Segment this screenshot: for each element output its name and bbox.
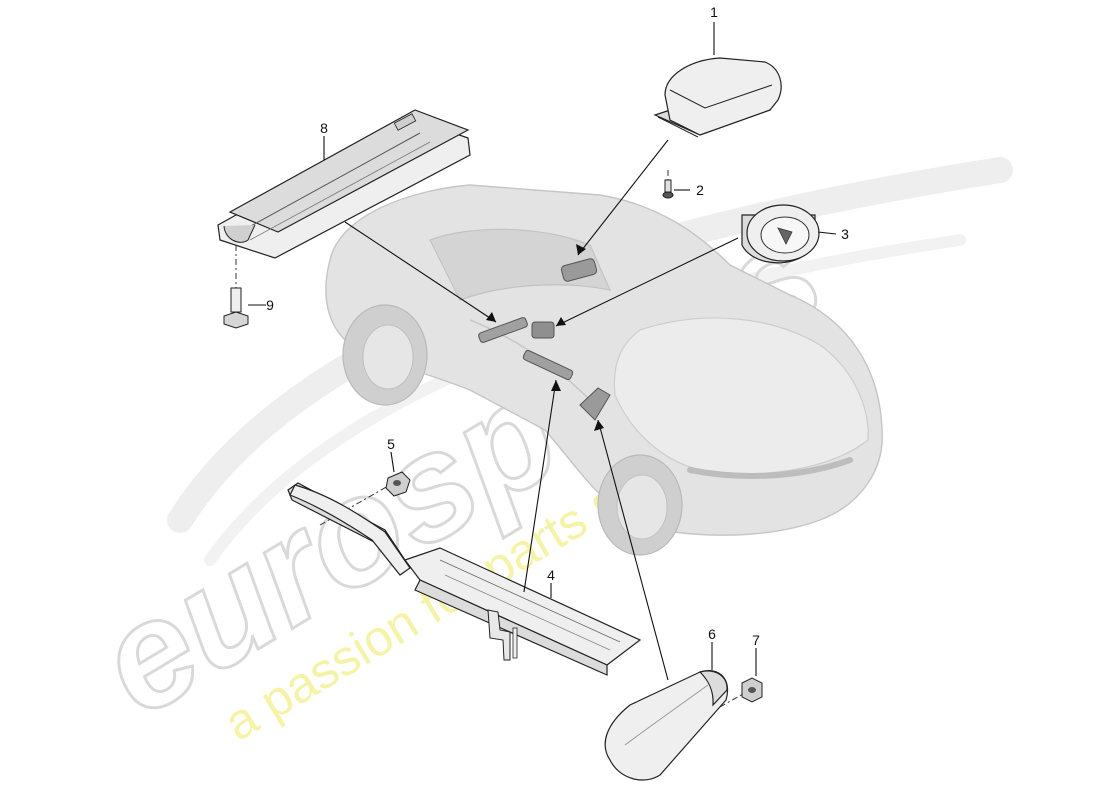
callout-7: 7: [752, 632, 760, 648]
callout-4: 4: [547, 567, 555, 583]
callout-3: 3: [841, 226, 849, 242]
callout-6: 6: [708, 626, 716, 642]
car-rear-wheel: [597, 454, 683, 556]
part-side-airbag-module-8: [217, 109, 471, 259]
arrowhead-6: [594, 420, 604, 431]
leader-line-6-to-car: [597, 419, 669, 681]
car-rear-deck: [613, 317, 869, 475]
arrowhead-1: [576, 244, 586, 255]
car-dash-airbag-location: [560, 258, 598, 282]
callout-9: 9: [266, 297, 274, 313]
car-seat-airbag-location: [579, 387, 611, 421]
part-seat-airbag-6: [604, 670, 729, 781]
leader-lines: [248, 22, 837, 681]
leader-line-5: [390, 451, 395, 473]
part-nut-7: [719, 677, 763, 708]
leader-line-4-to-car: [523, 379, 557, 593]
car-illustration: [325, 184, 883, 556]
leader-line-3-to-car: [555, 237, 739, 327]
car-front-wheel: [342, 304, 428, 406]
leader-line-1-to-car: [577, 139, 669, 256]
car-knee-airbag-location: [531, 321, 555, 339]
part-control-unit-4: [287, 482, 642, 676]
callout-1: 1: [710, 4, 718, 20]
arrowhead-4: [551, 380, 561, 391]
callout-5: 5: [387, 436, 395, 452]
arrowhead-8: [486, 312, 496, 322]
car-tail-lights: [687, 457, 853, 479]
car-curtain-airbag-location-left: [478, 317, 528, 343]
part-bolt-9: [223, 245, 249, 329]
leader-line-8-to-car: [344, 221, 497, 323]
car-curtain-airbag-location-right: [522, 349, 574, 381]
part-bolt-2: [662, 170, 674, 199]
callout-8: 8: [320, 120, 328, 136]
car-windshield: [429, 228, 612, 301]
callout-numbers: 1 2 3 4 5 6 7 8 9: [266, 4, 849, 648]
part-passenger-airbag: [653, 57, 782, 138]
arrowhead-3: [556, 317, 566, 326]
part-knee-airbag-3: [741, 204, 820, 264]
leader-line-3: [817, 231, 837, 235]
callout-2: 2: [696, 182, 704, 198]
